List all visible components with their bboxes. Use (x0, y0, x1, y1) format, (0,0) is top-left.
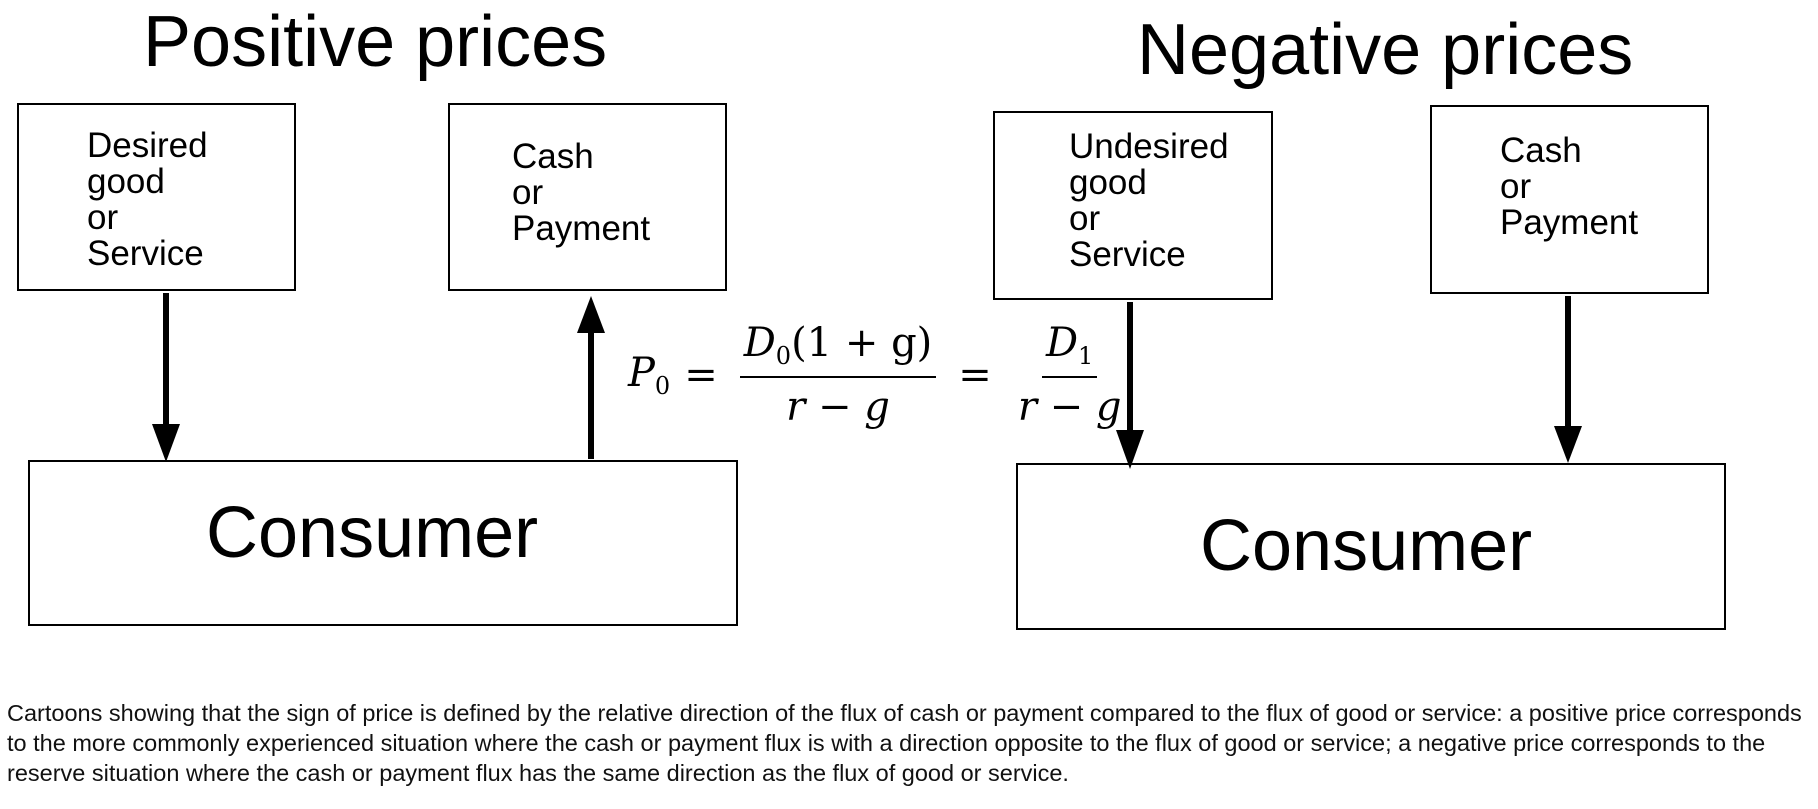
fraction-2-denominator: r − g (1017, 384, 1122, 430)
desired-good-line-3: or (87, 198, 119, 237)
formula-fraction-2: D1 r − g (1014, 320, 1126, 430)
undesired-good-line-1: Undesired (1069, 127, 1229, 166)
undesired-good-line-4: Service (1069, 235, 1186, 274)
formula-fraction-1: D0(1 + g) r − g (739, 320, 937, 430)
fraction-1-numerator: D0(1 + g) (739, 320, 937, 378)
desired-good-line-4: Service (87, 234, 204, 273)
positive-payment-box: Cash or Payment (448, 103, 727, 291)
positive-payment-line-2: or (512, 173, 544, 212)
consumer-to-payment-arrow (577, 296, 605, 459)
positive-payment-line-3: Payment (512, 209, 651, 248)
positive-consumer-box: Consumer (28, 460, 738, 626)
undesired-good-box: Undesired good or Service (993, 111, 1273, 300)
positive-prices-title: Positive prices (143, 2, 608, 82)
desired-good-line-1: Desired (87, 126, 208, 165)
payment-to-consumer-arrow (1554, 296, 1582, 463)
negative-payment-line-1: Cash (1500, 131, 1582, 170)
desired-good-box: Desired good or Service (17, 103, 296, 291)
positive-consumer-label: Consumer (206, 493, 539, 573)
formula-equals-2: = (958, 352, 992, 398)
negative-payment-line-3: Payment (1500, 203, 1639, 242)
positive-payment-line-1: Cash (512, 137, 594, 176)
undesired-good-line-2: good (1069, 163, 1147, 202)
formula-equals-1: = (684, 352, 718, 398)
fraction-2-numerator: D1 (1041, 320, 1098, 378)
fraction-1-denominator: r − g (786, 384, 890, 430)
negative-consumer-label: Consumer (1200, 506, 1533, 586)
gordon-growth-formula: P0 = D0(1 + g) r − g = D1 r − g (628, 320, 1133, 430)
negative-consumer-box: Consumer (1016, 463, 1726, 630)
good-to-consumer-arrow (152, 293, 180, 462)
desired-good-line-2: good (87, 162, 165, 201)
negative-prices-title: Negative prices (1137, 10, 1634, 90)
undesired-good-to-consumer-arrow (1116, 302, 1144, 469)
undesired-good-line-3: or (1069, 199, 1101, 238)
negative-payment-box: Cash or Payment (1430, 105, 1709, 294)
formula-lhs: P0 (628, 350, 671, 400)
figure-caption: Cartoons showing that the sign of price … (7, 700, 1802, 786)
negative-payment-line-2: or (1500, 167, 1532, 206)
